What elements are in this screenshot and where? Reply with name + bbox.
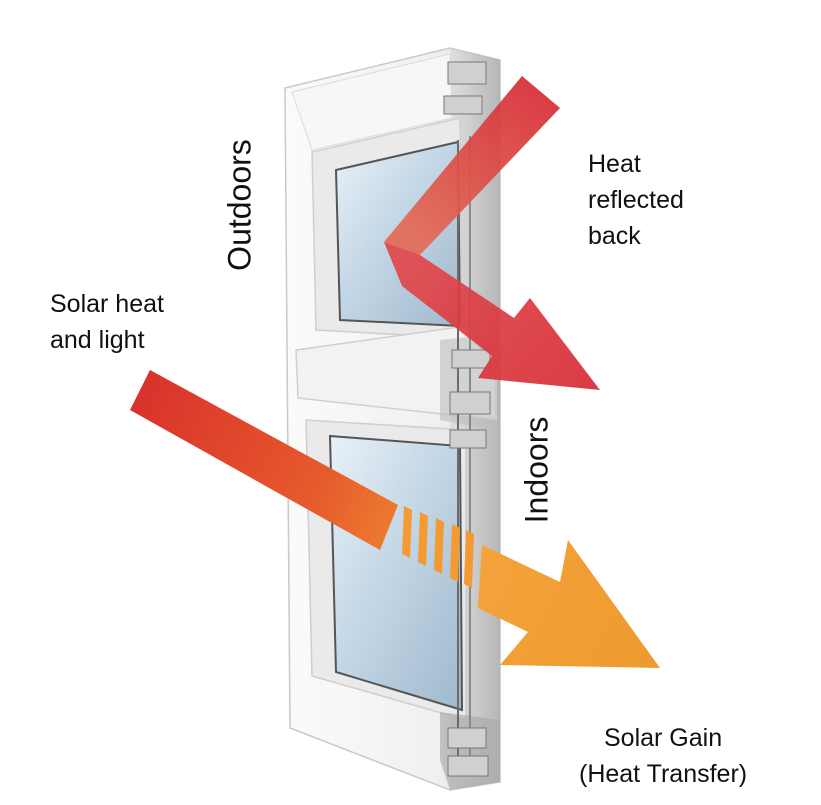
indoors-label: Indoors (518, 416, 555, 524)
solar-incoming-arrow (130, 370, 474, 588)
heat-reflected-arrow (384, 76, 600, 390)
heat-reflected-label: Heat reflected back (588, 146, 684, 254)
solar-gain-line-1: Solar Gain (603, 724, 723, 752)
heat-reflected-line-1: Heat (588, 150, 641, 178)
outdoors-label: Outdoors (221, 139, 258, 271)
solar-gain-arrow-body (478, 540, 660, 668)
solar-heat-line-1: Solar heat (50, 290, 164, 318)
heat-reflected-line-3: back (588, 222, 641, 250)
solar-heat-label: Solar heat and light (50, 286, 164, 358)
heat-reflected-line-2: reflected (588, 186, 684, 214)
solar-incoming-arrow-stripes (402, 506, 474, 588)
lower-glass-pane (328, 434, 464, 712)
solar-gain-line-2: (Heat Transfer) (579, 760, 748, 788)
solar-gain-arrow (478, 540, 660, 668)
solar-heat-line-2: and light (50, 326, 145, 354)
solar-gain-label: Solar Gain (Heat Transfer) (579, 720, 747, 792)
profile-chambers (443, 61, 491, 777)
heat-reflected-arrow-outgoing (384, 242, 600, 390)
solar-incoming-arrow-body (130, 370, 398, 550)
frame-top-bevel (291, 53, 453, 151)
heat-reflected-arrow-incoming (384, 76, 560, 255)
